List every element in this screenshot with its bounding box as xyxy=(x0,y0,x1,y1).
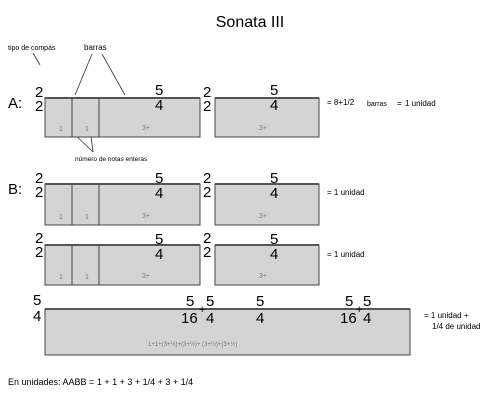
plus-sign: + xyxy=(199,304,205,316)
svg-text:5: 5 xyxy=(155,82,163,99)
svg-text:5: 5 xyxy=(270,82,278,99)
time-signature-2-2: 2 2 xyxy=(35,170,43,201)
long-formula: 1+1+(3+½)+(3+½)+ (3+½)+(3+½) xyxy=(148,341,237,348)
score-box xyxy=(44,244,201,286)
svg-text:2: 2 xyxy=(35,170,43,187)
svg-text:5: 5 xyxy=(270,170,278,187)
box-value: 3+ xyxy=(142,213,150,220)
svg-text:5: 5 xyxy=(155,170,163,187)
svg-text:2: 2 xyxy=(35,98,43,115)
svg-text:2: 2 xyxy=(203,84,211,101)
svg-text:4: 4 xyxy=(155,246,163,263)
svg-text:4: 4 xyxy=(363,310,371,327)
box-value: 3+ xyxy=(142,273,150,280)
section-a-label: A: xyxy=(8,95,22,112)
score-box xyxy=(214,97,320,138)
svg-text:2: 2 xyxy=(203,244,211,261)
section-b3-equation: = 1 unidad + 1/4 de unidad xyxy=(424,311,481,331)
section-a-equation: = 8+1/2 barras = 1 unidad xyxy=(327,98,436,108)
plus-sign: + xyxy=(356,304,362,316)
section-b2-equation: = 1 unidad xyxy=(327,250,365,259)
time-signature-5-4: 5 4 xyxy=(256,293,264,327)
svg-text:5: 5 xyxy=(270,231,278,248)
box-value: 1 xyxy=(59,126,63,133)
time-signature-2-2: 2 2 xyxy=(35,84,43,115)
svg-text:5: 5 xyxy=(256,293,264,310)
svg-text:2: 2 xyxy=(35,244,43,261)
time-signature-5-4: 5 4 xyxy=(155,82,163,114)
footer-formula: En unidades: AABB = 1 + 1 + 3 + 1/4 + 3 … xyxy=(8,377,193,387)
svg-text:4: 4 xyxy=(33,308,41,325)
time-signature-5-4: 5 4 xyxy=(206,293,214,327)
box-value: 1 xyxy=(59,274,63,281)
box-value: 1 xyxy=(85,126,89,133)
svg-text:2: 2 xyxy=(35,184,43,201)
svg-text:1 unidad: 1 unidad xyxy=(405,99,436,108)
section-a-row: 2 2 1 1 3+ 5 4 2 2 3+ 5 4 xyxy=(35,82,320,138)
time-signature-5-4: 5 4 xyxy=(33,292,41,325)
annotation-whole-notes: número de notas enteras xyxy=(75,156,148,163)
svg-text:1/4 de unidad: 1/4 de unidad xyxy=(432,322,481,331)
time-signature-5-4: 5 4 xyxy=(270,231,278,263)
svg-text:2: 2 xyxy=(35,84,43,101)
time-signature-2-2: 2 2 xyxy=(35,230,43,261)
svg-text:2: 2 xyxy=(203,170,211,187)
svg-text:16: 16 xyxy=(340,310,357,327)
section-b-row-1: 2 2 1 1 3+ 5 4 2 2 3+ 5 4 xyxy=(35,170,320,226)
box-value: 3+ xyxy=(259,213,267,220)
score-box xyxy=(214,183,320,226)
score-box xyxy=(44,97,201,138)
box-value: 3+ xyxy=(259,273,267,280)
diagram-title: Sonata III xyxy=(216,14,285,31)
section-b-row-2: 2 2 1 1 3+ 5 4 2 2 3+ 5 4 xyxy=(35,230,320,286)
svg-text:=: = xyxy=(397,99,402,108)
svg-text:5: 5 xyxy=(363,293,371,310)
score-box xyxy=(44,308,411,356)
box-value: 1 xyxy=(85,274,89,281)
time-signature-5-4: 5 4 xyxy=(155,231,163,263)
svg-text:2: 2 xyxy=(203,98,211,115)
time-signature-5-16: 5 16 xyxy=(340,293,357,327)
svg-text:4: 4 xyxy=(270,246,278,263)
section-b1-equation: = 1 unidad xyxy=(327,188,365,197)
section-b-label: B: xyxy=(8,181,22,198)
time-signature-5-16: 5 16 xyxy=(181,293,198,327)
box-value: 1 xyxy=(85,214,89,221)
svg-text:5: 5 xyxy=(186,293,194,310)
svg-text:4: 4 xyxy=(270,97,278,114)
svg-text:2: 2 xyxy=(203,184,211,201)
time-signature-2-2: 2 2 xyxy=(203,170,211,201)
svg-text:5: 5 xyxy=(345,293,353,310)
box-value: 3+ xyxy=(259,125,267,132)
svg-text:= 1 unidad +: = 1 unidad + xyxy=(424,311,469,320)
annotation-time-signature: tipo de compás xyxy=(8,45,56,52)
score-box xyxy=(214,244,320,286)
svg-text:5: 5 xyxy=(206,293,214,310)
svg-text:4: 4 xyxy=(270,185,278,202)
time-signature-5-4: 5 4 xyxy=(363,293,371,327)
annotation-bars: barras xyxy=(84,43,107,52)
svg-text:5: 5 xyxy=(33,292,41,309)
box-value: 3+ xyxy=(142,125,150,132)
svg-text:= 8+1/2: = 8+1/2 xyxy=(327,98,355,107)
svg-text:5: 5 xyxy=(155,231,163,248)
time-signature-5-4: 5 4 xyxy=(155,170,163,202)
svg-text:2: 2 xyxy=(203,230,211,247)
time-signature-5-4: 5 4 xyxy=(270,170,278,202)
svg-text:4: 4 xyxy=(155,185,163,202)
svg-text:4: 4 xyxy=(155,97,163,114)
svg-text:16: 16 xyxy=(181,310,198,327)
svg-text:2: 2 xyxy=(35,230,43,247)
time-signature-5-4: 5 4 xyxy=(270,82,278,114)
svg-text:barras: barras xyxy=(367,101,387,108)
svg-text:4: 4 xyxy=(206,310,214,327)
time-signature-2-2: 2 2 xyxy=(203,84,211,115)
box-value: 1 xyxy=(59,214,63,221)
score-box xyxy=(44,183,201,226)
svg-text:4: 4 xyxy=(256,310,264,327)
time-signature-2-2: 2 2 xyxy=(203,230,211,261)
section-b-row-3: 5 4 5 16 + 5 4 5 4 5 16 + 5 4 1+1+(3+½)+… xyxy=(33,292,411,356)
